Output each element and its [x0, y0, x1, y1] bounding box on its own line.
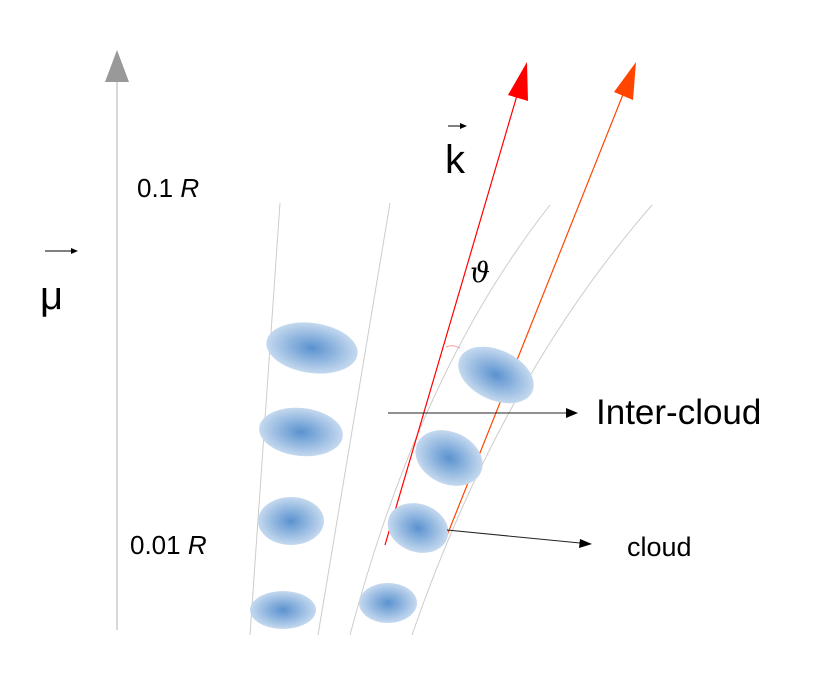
cloud-right-1	[458, 346, 534, 404]
inter-cloud-label: Inter-cloud	[596, 393, 762, 432]
angle-label: ϑ	[470, 256, 491, 289]
cloud-column-left	[250, 322, 358, 629]
inter-cloud-pointer	[388, 408, 578, 418]
cloud-left-2	[259, 407, 343, 457]
cloud-left-4	[250, 591, 316, 629]
scale-label-low-unit: R	[187, 530, 207, 560]
scale-label-low: 0.01 R	[130, 530, 207, 561]
mu-vector-label: μ	[40, 274, 64, 318]
cloud-left-1	[266, 322, 358, 374]
cloud-pointer	[446, 529, 592, 548]
k-arrow-1	[384, 62, 528, 546]
k-vector-label: k	[445, 138, 465, 182]
cloud-left-3	[258, 497, 324, 545]
scale-label-low-value: 0.01	[130, 530, 181, 560]
scale-label-high-value: 0.1	[137, 173, 174, 203]
cloud-right-3	[387, 503, 449, 553]
scale-label-high-unit: R	[180, 173, 200, 203]
cloud-right-2	[415, 430, 483, 486]
mu-axis-arrowhead	[105, 50, 129, 82]
scale-label-high: 0.1 R	[137, 173, 199, 204]
k-vector-arrow-icon	[448, 123, 467, 129]
cloud-column-right	[359, 346, 534, 623]
k-arrow-2-head	[614, 62, 636, 100]
angle-arc	[445, 345, 461, 349]
k-arrow-1-head	[508, 62, 528, 101]
cloud-right-4	[359, 583, 417, 623]
mu-vector-arrow-icon	[45, 248, 78, 254]
cloud-label: cloud	[627, 532, 692, 562]
